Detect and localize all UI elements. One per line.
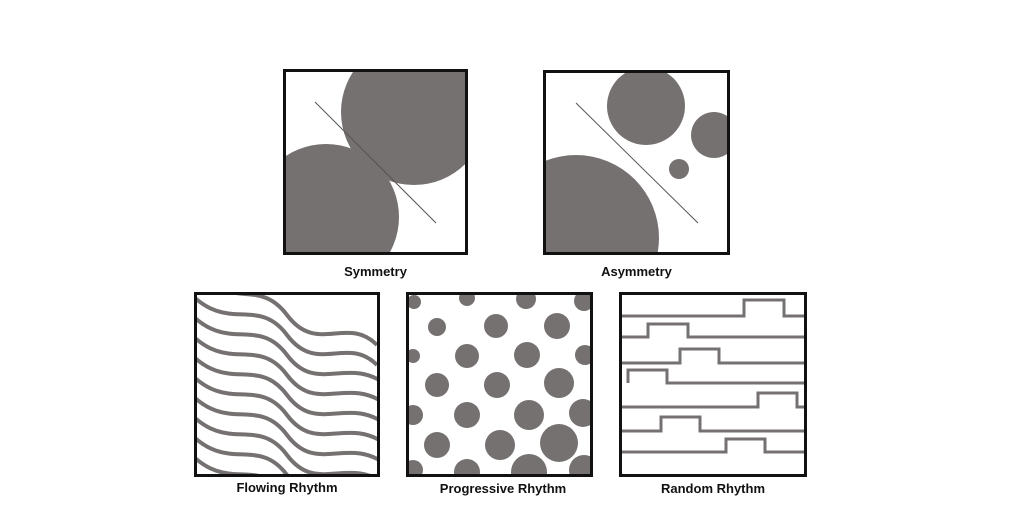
step-lines [622,298,804,454]
wavy-line [197,297,377,367]
dot [575,345,590,365]
large-bottom-left-circle [546,155,659,252]
dot [409,349,420,363]
step-line [622,298,804,318]
wavy-lines [197,295,377,474]
dot [569,399,590,427]
flowing-rhythm-illustration [194,292,380,477]
progressive-rhythm-caption: Progressive Rhythm [439,481,567,496]
random-rhythm-caption: Random Rhythm [661,481,765,496]
dot [424,432,450,458]
medium-circle [607,73,685,145]
bottom-left-circle [286,144,399,252]
dot [511,454,547,474]
dot [574,295,590,311]
asymmetry-axis-line [575,102,699,224]
step-line [622,322,804,339]
step-line [622,437,804,454]
dot [514,400,544,430]
symmetry-axis-line [314,101,437,224]
random-rhythm-illustration [619,292,807,477]
wavy-line [197,317,377,382]
flowing-graphic [197,295,377,474]
dot-pattern [409,295,590,474]
dot [425,373,449,397]
dot [569,455,590,474]
dot [454,459,480,474]
wavy-line [197,337,377,402]
dot [455,344,479,368]
dot [409,460,423,474]
dot [514,342,540,368]
dot [409,405,423,425]
dot [540,424,578,462]
wavy-line [197,357,377,422]
tiny-circle [669,159,689,179]
dot [516,295,536,309]
progressive-graphic [409,295,590,474]
asymmetry-caption: Asymmetry [601,264,672,279]
progressive-rhythm-illustration [406,292,593,477]
dot [459,295,475,306]
step-line [622,347,804,365]
dot [409,295,421,309]
step-line [622,391,804,409]
symmetry-graphic [286,72,465,252]
symmetry-illustration [283,69,468,255]
flowing-rhythm-caption: Flowing Rhythm [236,480,338,495]
dot [454,402,480,428]
symmetry-caption: Symmetry [344,264,407,279]
dot [485,430,515,460]
dot [544,313,570,339]
step-line [622,415,804,433]
wavy-line [197,417,371,474]
dot [428,318,446,336]
wavy-line [197,397,377,462]
asymmetry-illustration [543,70,730,255]
asymmetry-graphic [546,73,727,252]
top-right-circle [341,72,465,185]
wavy-line [236,295,377,347]
dot [544,368,574,398]
step-line [626,368,804,385]
wavy-line [197,457,260,474]
small-right-circle [691,112,727,158]
random-graphic [622,298,804,454]
wavy-line [197,377,377,442]
dot [484,314,508,338]
dot [484,372,510,398]
wavy-line [197,437,289,474]
